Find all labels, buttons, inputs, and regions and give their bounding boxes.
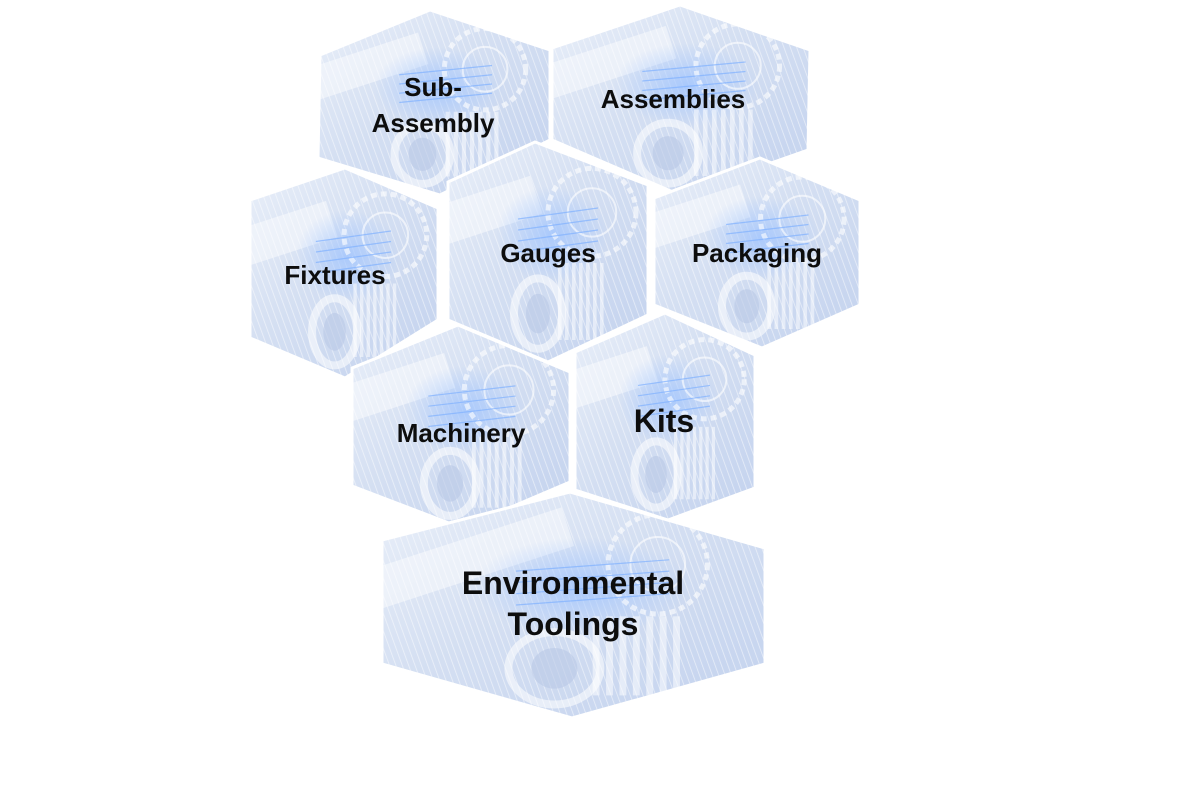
gear-machinery-icon <box>352 325 570 528</box>
hex-label-line: Environmental <box>462 565 684 601</box>
hex-tile-kits: Kits <box>573 311 757 522</box>
hex-label-gauges: Gauges <box>500 238 595 268</box>
hex-label-line: Assembly <box>372 108 495 138</box>
hex-label-kits: Kits <box>634 403 694 439</box>
hex-label-line: Packaging <box>692 238 822 268</box>
hex-label-line: Toolings <box>508 606 639 642</box>
hex-label-line: Fixtures <box>284 260 385 290</box>
hex-label-machinery: Machinery <box>397 418 526 448</box>
hex-tile-packaging: Packaging <box>652 156 862 350</box>
gear-machinery-icon <box>575 313 755 520</box>
hex-label-assemblies: Assemblies <box>601 84 746 114</box>
hex-label-line: Gauges <box>500 238 595 268</box>
hex-label-sub-assembly: Sub- Assembly <box>372 72 495 138</box>
hex-tile-machinery: Machinery <box>350 323 572 530</box>
gear-machinery-icon <box>654 158 860 348</box>
hex-label-line: Kits <box>634 403 694 439</box>
hex-label-line: Assemblies <box>601 84 746 114</box>
hex-label-fixtures: Fixtures <box>284 260 385 290</box>
hex-label-packaging: Packaging <box>692 238 822 268</box>
gear-machinery-icon <box>382 492 765 718</box>
hex-label-line: Sub- <box>404 72 462 102</box>
hex-label-line: Machinery <box>397 418 526 448</box>
hex-tile-gauges: Gauges <box>446 140 650 364</box>
gear-machinery-icon <box>448 142 648 362</box>
